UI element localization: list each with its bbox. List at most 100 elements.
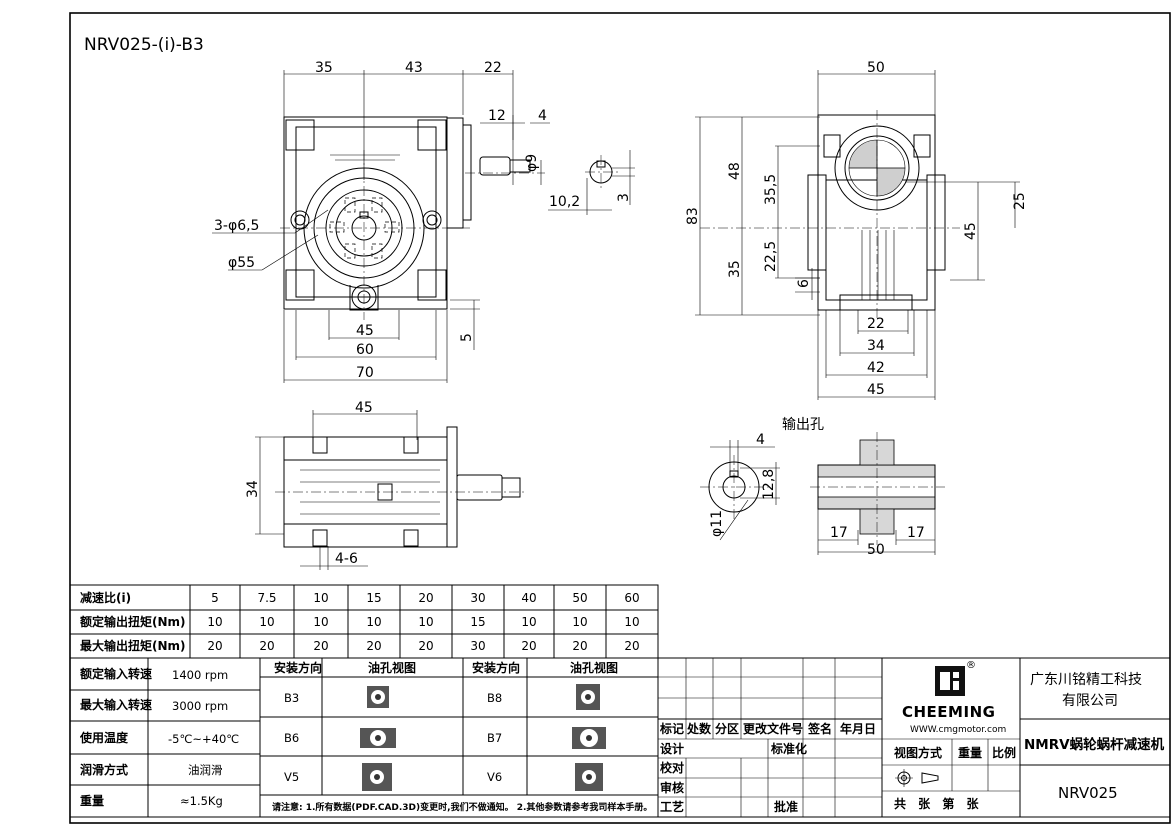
max-torque-value-5: 20: [418, 639, 433, 653]
rev-header-count: 处数: [686, 721, 712, 736]
side-dim-25: 25: [1012, 192, 1028, 210]
logo-text: CHEEMING: [902, 703, 995, 721]
ratio-value-9: 60: [624, 591, 639, 605]
sheet-count: 共 张 第 张: [894, 796, 983, 811]
spec-lube-label: 润滑方式: [80, 762, 128, 777]
spec-table: 额定输入转速 1400 rpm 最大输入转速 3000 rpm 使用温度 -5℃…: [69, 657, 261, 818]
rated-torque-value-6: 15: [470, 615, 485, 629]
rated-torque-value-8: 10: [572, 615, 587, 629]
oil-hole-icon-b8: [576, 684, 600, 710]
rated-torque-value-4: 10: [366, 615, 381, 629]
side-dim-35: 35: [727, 260, 743, 278]
company-name-line1: 广东川铭精工科技: [1030, 672, 1142, 688]
dim-5: 5: [459, 333, 475, 342]
side-dim-6: 6: [796, 279, 812, 288]
dim-45-bottom: 45: [356, 323, 374, 339]
sleeve-dim-50: 50: [867, 542, 885, 558]
title-block: 标记 处数 分区 更改文件号 签名 年月日 设计 标准化 校对 审核 工艺 批准…: [657, 657, 1171, 818]
side-dim-83: 83: [685, 207, 701, 225]
company-name-line2: 有限公司: [1062, 693, 1118, 709]
dim-12: 12: [488, 108, 506, 124]
ratio-value-7: 40: [521, 591, 536, 605]
rated-torque-value-3: 10: [313, 615, 328, 629]
row-check: 校对: [660, 760, 684, 775]
ratio-table: 减速比(i) 额定输出扭矩(Nm) 最大输出扭矩(Nm): [69, 584, 659, 659]
dim-phi9: φ9: [524, 154, 540, 172]
projection-symbol-icon: [895, 769, 939, 787]
spec-lube-value: 油润滑: [188, 763, 223, 777]
mount-b6: B6: [284, 731, 299, 745]
side-dim-34: 34: [867, 338, 885, 354]
mount-header-dir-left: 安装方向: [274, 660, 322, 675]
drawing-title: NRV025-(i)-B3: [84, 35, 204, 55]
spec-temp-label: 使用温度: [79, 730, 129, 745]
rev-header-doc: 更改文件号: [743, 721, 803, 736]
max-torque-value-9: 20: [624, 639, 639, 653]
mount-b8: B8: [487, 691, 502, 705]
row-design: 设计: [660, 741, 684, 756]
sleeve-dim-17-right: 17: [907, 525, 925, 541]
rev-header-sign: 签名: [807, 721, 832, 736]
sheet-border: [69, 12, 1171, 824]
label-bolt-holes: 3-φ6,5: [214, 218, 259, 234]
view-method-label: 视图方式: [894, 745, 942, 760]
spec-input-speed-value: 1400 rpm: [172, 668, 228, 682]
spec-temp-value: -5℃~+40℃: [168, 732, 239, 746]
mount-header-dir-right: 安装方向: [472, 660, 520, 675]
side-dim-22-5: 22,5: [763, 241, 779, 272]
max-torque-value-6: 30: [470, 639, 485, 653]
dim-3: 3: [616, 193, 632, 202]
ratio-value-3: 10: [313, 591, 328, 605]
cheeming-logo: ® CHEEMING WWW.cmgmotor.com: [902, 660, 1006, 735]
dim-10-2: 10,2: [549, 194, 580, 210]
spec-weight-label: 重量: [80, 793, 104, 808]
max-torque-value-8: 20: [572, 639, 587, 653]
dim-43: 43: [405, 60, 423, 76]
weight-label: 重量: [958, 745, 982, 760]
output-hole-label: 输出孔: [782, 417, 824, 433]
oil-hole-icon-v6: [575, 763, 603, 791]
hole-dim-phi11: φ11: [709, 510, 725, 537]
row-approve: 批准: [774, 799, 798, 814]
model-number: NRV025: [1058, 784, 1118, 802]
side-dim-42: 42: [867, 360, 885, 376]
spec-input-speed-label: 额定输入转速: [80, 666, 152, 681]
dim-4: 4: [538, 108, 547, 124]
rated-torque-label: 额定输出扭矩(Nm): [80, 614, 186, 629]
ratio-value-4: 15: [366, 591, 381, 605]
ratio-value-5: 20: [418, 591, 433, 605]
dim-35: 35: [315, 60, 333, 76]
row-standard: 标准化: [770, 741, 807, 756]
dim-70-bottom: 70: [356, 365, 374, 381]
mount-b7: B7: [487, 731, 502, 745]
sleeve-dim-17-left: 17: [830, 525, 848, 541]
rated-torque-value-2: 10: [259, 615, 274, 629]
mount-v6: V6: [487, 770, 502, 784]
spec-max-speed-label: 最大输入转速: [80, 697, 152, 712]
ratio-value-8: 50: [572, 591, 587, 605]
max-torque-value-4: 20: [366, 639, 381, 653]
dim-60-bottom: 60: [356, 342, 374, 358]
oil-hole-icon-b6: [360, 728, 396, 748]
max-torque-value-7: 20: [521, 639, 536, 653]
max-torque-value-1: 20: [207, 639, 222, 653]
mounting-table: 安装方向 油孔视图 安装方向 油孔视图 B3 B6 V5 B8 B7 V6 请注…: [259, 657, 659, 818]
row-review: 审核: [660, 780, 684, 795]
mount-b3: B3: [284, 691, 299, 705]
rated-torque-value-7: 10: [521, 615, 536, 629]
side-dim-50: 50: [867, 60, 885, 76]
website: WWW.cmgmotor.com: [910, 725, 1006, 735]
mount-header-view-right: 油孔视图: [570, 660, 618, 675]
rev-header-mark: 标记: [659, 721, 684, 736]
rated-torque-value-9: 10: [624, 615, 639, 629]
ratio-value-6: 30: [470, 591, 485, 605]
ratio-value-2: 7.5: [257, 591, 276, 605]
side-dim-45-bottom: 45: [867, 382, 885, 398]
side-dim-45: 45: [963, 222, 979, 240]
spec-max-speed-value: 3000 rpm: [172, 699, 228, 713]
bottom-dim-4-6: 4-6: [335, 551, 358, 567]
registered-mark: ®: [966, 660, 976, 671]
row-process: 工艺: [660, 799, 684, 814]
